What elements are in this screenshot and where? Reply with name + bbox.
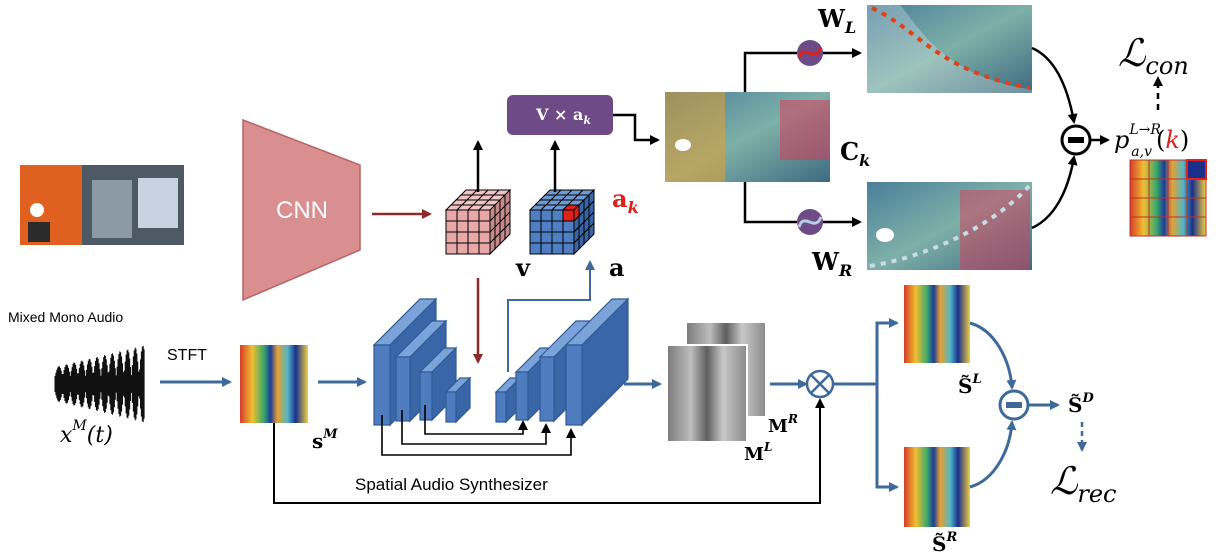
right-spectrogram xyxy=(904,447,970,527)
arrow-sl-to-minus xyxy=(969,321,1017,390)
arrow-to-sl xyxy=(875,318,899,384)
cnn-encoder: CNN xyxy=(242,118,361,302)
ck-heatmap-image xyxy=(665,92,830,182)
arrow-wl-to-minus xyxy=(1031,46,1078,124)
subtract-node-top xyxy=(1060,124,1092,156)
sl-label: S̃L xyxy=(958,372,982,398)
arrow-decoder-to-a xyxy=(507,260,595,372)
ak-label: ak xyxy=(612,184,639,217)
mask-images xyxy=(666,321,767,443)
synth-label: Spatial Audio Synthesizer xyxy=(355,475,548,494)
ml-label: ML xyxy=(744,440,772,465)
arrow-to-sr xyxy=(875,384,899,492)
audio-feature-cube xyxy=(528,188,596,256)
subtract-node-bottom xyxy=(998,389,1030,421)
input-frame-image xyxy=(20,165,184,245)
arrow-wr-to-minus xyxy=(1031,155,1078,230)
arrow-op-to-ck xyxy=(613,113,660,145)
sd-label: S̃D xyxy=(1068,391,1094,417)
input-spectrogram xyxy=(240,345,308,423)
synthesizer-unet xyxy=(372,297,630,427)
left-spectrogram xyxy=(904,285,970,363)
waveform xyxy=(54,345,145,423)
v-label: v xyxy=(515,253,531,282)
branch-down-line xyxy=(743,182,797,224)
vxa-label: V × ak xyxy=(535,105,591,127)
skip-connections xyxy=(381,405,576,456)
wl-label: WL xyxy=(817,4,856,37)
branch-up-line xyxy=(743,51,797,92)
sm-label: sM xyxy=(312,427,338,453)
mr-label: MR xyxy=(768,412,798,437)
lcon-label: ℒcon xyxy=(1118,31,1189,80)
sr-label: S̃R xyxy=(932,530,957,552)
cnn-label: CNN xyxy=(276,197,328,224)
xm-label: xM(t) xyxy=(60,418,113,448)
stft-label: STFT xyxy=(167,347,207,364)
wr-filter-node xyxy=(797,209,823,235)
wr-label: WR xyxy=(811,247,852,280)
visual-feature-cube xyxy=(444,188,512,256)
wl-filter-node xyxy=(797,40,823,66)
similarity-op-box: V × ak xyxy=(507,95,613,135)
multiply-node xyxy=(805,369,835,399)
a-label: a xyxy=(609,253,625,282)
wl-weighted-image xyxy=(867,5,1032,93)
arrow-sr-to-minus xyxy=(969,420,1017,489)
lrec-label: ℒrec xyxy=(1050,459,1117,508)
arrow-sm-to-mult xyxy=(273,398,825,504)
mixed-audio-label: Mixed Mono Audio xyxy=(8,309,123,325)
wr-weighted-image xyxy=(867,182,1032,270)
p-spectrogram xyxy=(1129,159,1207,237)
ck-label: Ck xyxy=(840,137,870,170)
